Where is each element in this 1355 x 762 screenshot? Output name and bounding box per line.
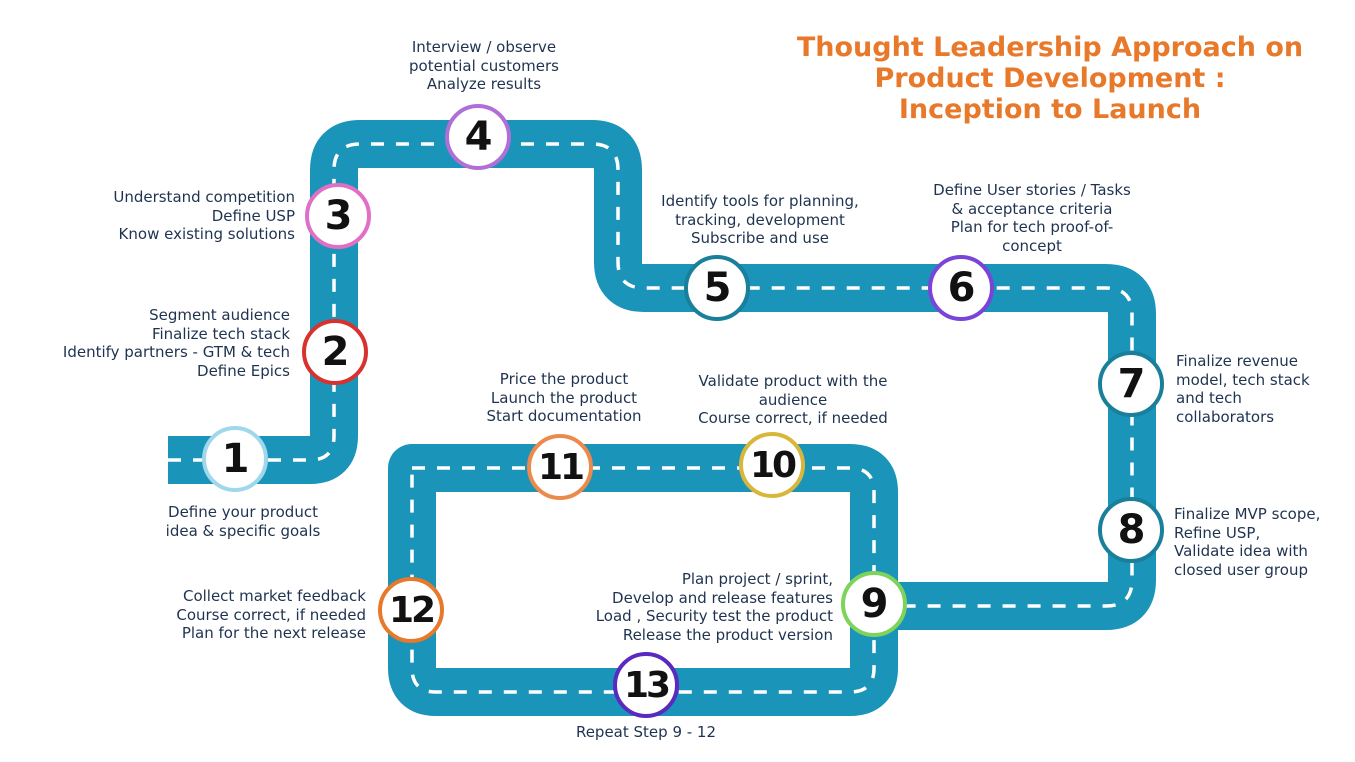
note-line: Collect market feedback xyxy=(182,587,366,605)
step-2-notes: Segment audience Finalize tech stack Ide… xyxy=(20,306,290,380)
note-line: Plan project / sprint, xyxy=(681,570,833,588)
note-line: Plan for tech proof-of- xyxy=(950,218,1114,236)
step-11-marker: 11 xyxy=(527,434,593,500)
note-line: and tech xyxy=(1176,389,1242,407)
note-line: Course correct, if needed xyxy=(176,605,366,624)
step-4-marker: 4 xyxy=(445,104,511,170)
note-line: collaborators xyxy=(1176,407,1275,426)
step-3-marker: 3 xyxy=(305,183,371,249)
note-line: Segment audience xyxy=(149,306,290,324)
step-5-notes: Identify tools for planning, tracking, d… xyxy=(645,192,875,248)
step-12-notes: Collect market feedback Course correct, … xyxy=(140,587,366,643)
step-10-marker: 10 xyxy=(739,432,805,498)
note-line: & acceptance criteria xyxy=(951,199,1113,218)
step-9-notes: Plan project / sprint, Develop and relea… xyxy=(552,570,833,644)
note-line: Validate product with the xyxy=(698,372,888,390)
note-line: Finalize revenue xyxy=(1176,352,1299,370)
note-line: tracking, development xyxy=(675,210,845,229)
note-line: Subscribe and use xyxy=(690,229,829,247)
note-line: Identify tools for planning, xyxy=(661,192,859,210)
note-line: Analyze results xyxy=(426,75,542,93)
step-13-marker: 13 xyxy=(613,652,679,718)
title-line-3: Inception to Launch xyxy=(898,94,1202,125)
step-6-notes: Define User stories / Tasks & acceptance… xyxy=(907,181,1157,255)
step-3-notes: Understand competition Define USP Know e… xyxy=(60,188,295,244)
note-line: model, tech stack xyxy=(1176,370,1310,389)
note-line: Course correct, if needed xyxy=(698,409,888,427)
step-9-marker: 9 xyxy=(841,571,907,637)
step-11-notes: Price the product Launch the product Sta… xyxy=(464,370,664,426)
step-7-marker: 7 xyxy=(1098,351,1164,417)
note-line: Know existing solutions xyxy=(118,225,295,243)
road-loop-dashes xyxy=(410,466,876,694)
note-line: Start documentation xyxy=(486,407,642,425)
step-8-notes: Finalize MVP scope, Refine USP, Validate… xyxy=(1174,505,1349,579)
step-1-notes: Define your product idea & specific goal… xyxy=(143,503,343,540)
step-5-marker: 5 xyxy=(684,255,750,321)
note-line: Define USP xyxy=(211,206,295,225)
note-line: Understand competition xyxy=(113,188,295,206)
note-line: Finalize MVP scope, xyxy=(1174,505,1321,523)
title-line-1: Thought Leadership Approach on xyxy=(796,32,1304,63)
note-line: Load , Security test the product xyxy=(595,607,833,625)
note-line: concept xyxy=(1002,236,1062,255)
note-line: Define your product xyxy=(168,503,318,521)
note-line: Identify partners - GTM & tech xyxy=(62,343,290,361)
note-line: Refine USP, xyxy=(1174,523,1261,542)
step-2-marker: 2 xyxy=(302,319,368,385)
note-line: Develop and release features xyxy=(612,588,833,607)
road-main-dashes xyxy=(168,142,1134,608)
step-13-notes: Repeat Step 9 - 12 xyxy=(546,723,746,742)
note-line: Price the product xyxy=(499,370,629,388)
page-title: Thought Leadership Approach on Product D… xyxy=(790,32,1310,125)
note-line: Plan for the next release xyxy=(181,624,366,642)
note-line: Repeat Step 9 - 12 xyxy=(575,723,717,741)
note-line: Define User stories / Tasks xyxy=(933,181,1131,199)
step-4-notes: Interview / observe potential customers … xyxy=(384,38,584,94)
step-1-marker: 1 xyxy=(202,426,268,492)
note-line: Launch the product xyxy=(490,388,638,407)
note-line: closed user group xyxy=(1174,560,1308,579)
note-line: Finalize tech stack xyxy=(151,324,290,343)
step-12-marker: 12 xyxy=(378,577,444,643)
step-8-marker: 8 xyxy=(1098,497,1164,563)
note-line: Validate idea with xyxy=(1174,542,1308,560)
step-7-notes: Finalize revenue model, tech stack and t… xyxy=(1176,352,1341,426)
step-10-notes: Validate product with the audience Cours… xyxy=(677,372,909,428)
note-line: idea & specific goals xyxy=(165,521,321,540)
note-line: Release the product version xyxy=(622,625,833,644)
note-line: Interview / observe xyxy=(411,38,557,56)
step-6-marker: 6 xyxy=(928,255,994,321)
note-line: audience xyxy=(758,390,828,409)
title-line-2: Product Development : xyxy=(874,63,1226,94)
note-line: potential customers xyxy=(409,56,559,75)
note-line: Define Epics xyxy=(197,361,290,380)
